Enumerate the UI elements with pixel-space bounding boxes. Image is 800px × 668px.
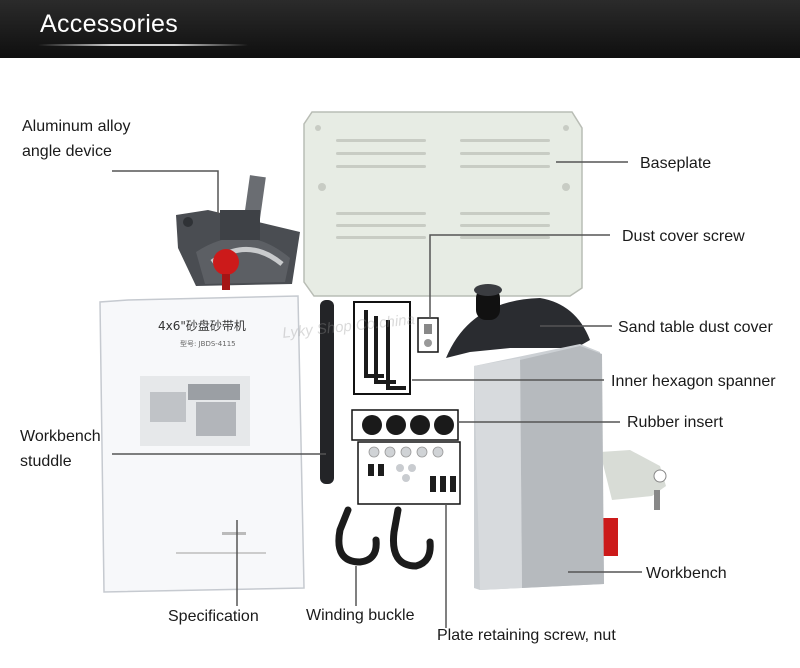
- baseplate-image: [303, 111, 583, 297]
- hex-spanner-box: [353, 301, 411, 395]
- label-sand-table-dust-cover: Sand table dust cover: [618, 319, 773, 336]
- rubber-insert-box: [351, 409, 459, 441]
- angle-device-image: [176, 175, 300, 290]
- dust-cover-image: [446, 284, 590, 358]
- label-baseplate: Baseplate: [640, 155, 712, 172]
- manual-image: 4x6"砂盘砂带机 型号: JBDS-4115: [99, 295, 305, 593]
- winding-buckle-image: [335, 506, 434, 570]
- label-plate-retaining-screw-nut: Plate retaining screw, nut: [437, 627, 616, 644]
- label-studdle-line1: Workbench: [20, 428, 101, 445]
- label-inner-hexagon-spanner: Inner hexagon spanner: [611, 373, 776, 390]
- header-bar: Accessories: [0, 0, 800, 58]
- label-winding-buckle: Winding buckle: [306, 607, 415, 624]
- label-angle-device-line1: Aluminum alloy: [22, 118, 131, 135]
- screws-nuts-box: [357, 441, 461, 505]
- accessories-photo: 4x6"砂盘砂带机 型号: JBDS-4115: [99, 111, 667, 628]
- manual-title: 4x6"砂盘砂带机: [158, 318, 246, 333]
- label-angle-device-line2: angle device: [22, 143, 112, 160]
- leader-lines: [112, 161, 642, 628]
- page-title: Accessories: [40, 10, 179, 38]
- label-workbench: Workbench: [646, 565, 727, 582]
- title-underline: [38, 44, 248, 46]
- label-studdle-line2: studdle: [20, 453, 72, 470]
- studdle-rod-image: [320, 300, 334, 484]
- label-dust-cover-screw: Dust cover screw: [622, 228, 745, 245]
- label-rubber-insert: Rubber insert: [627, 414, 724, 431]
- label-specification: Specification: [168, 608, 259, 625]
- workbench-image: [474, 344, 667, 590]
- dust-cover-screw-box: [417, 317, 439, 353]
- manual-model: 型号: JBDS-4115: [180, 339, 236, 348]
